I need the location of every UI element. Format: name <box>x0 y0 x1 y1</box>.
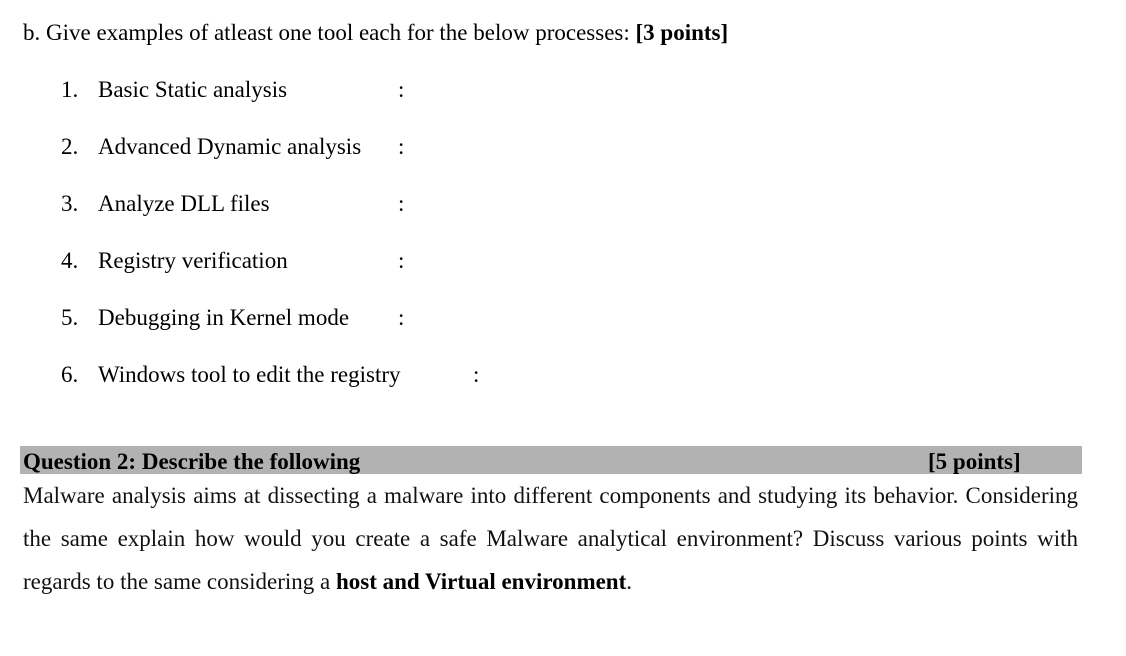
list-label: Debugging in Kernel mode <box>98 305 350 330</box>
list-label: Analyze DLL files <box>98 191 270 216</box>
question-2-text: Malware analysis aims at dissecting a ma… <box>23 483 1078 594</box>
list-number: 3. <box>61 191 79 216</box>
question-2-text-end: . <box>626 569 633 594</box>
question-2-emphasis: host and Virtual environment <box>335 569 627 594</box>
list-separator: : <box>398 305 405 330</box>
list-separator: : <box>398 248 405 273</box>
list-number: 6. <box>61 362 79 387</box>
list-label: Basic Static analysis <box>98 77 288 102</box>
list-item: 6. Windows tool to edit the registry : <box>0 360 1126 390</box>
list-separator: : <box>398 134 405 159</box>
question-2-points: [5 points] <box>928 449 1021 474</box>
list-separator: : <box>473 362 480 387</box>
question-2-body: Malware analysis aims at dissecting a ma… <box>23 474 1078 603</box>
list-number: 4. <box>61 248 79 273</box>
list-label: Windows tool to edit the registry <box>98 362 401 387</box>
part-b-prompt: b. Give examples of atleast one tool eac… <box>23 20 636 45</box>
list-item: 5. Debugging in Kernel mode : <box>0 303 1126 333</box>
question-2-header-bar <box>20 446 1082 474</box>
list-item: 3. Analyze DLL files : <box>0 189 1126 219</box>
question-2-title: Question 2: Describe the following <box>23 449 361 474</box>
list-number: 2. <box>61 134 79 159</box>
part-b-points: [3 points] <box>635 20 729 45</box>
list-number: 1. <box>61 77 79 102</box>
list-item: 2. Advanced Dynamic analysis : <box>0 132 1126 162</box>
list-separator: : <box>398 191 405 216</box>
part-b-instruction: b. Give examples of atleast one tool eac… <box>23 18 728 48</box>
list-label: Registry verification <box>98 248 288 273</box>
list-item: 1. Basic Static analysis : <box>0 75 1126 105</box>
list-number: 5. <box>61 305 79 330</box>
list-item: 4. Registry verification : <box>0 246 1126 276</box>
list-separator: : <box>398 77 405 102</box>
list-label: Advanced Dynamic analysis <box>98 134 362 159</box>
